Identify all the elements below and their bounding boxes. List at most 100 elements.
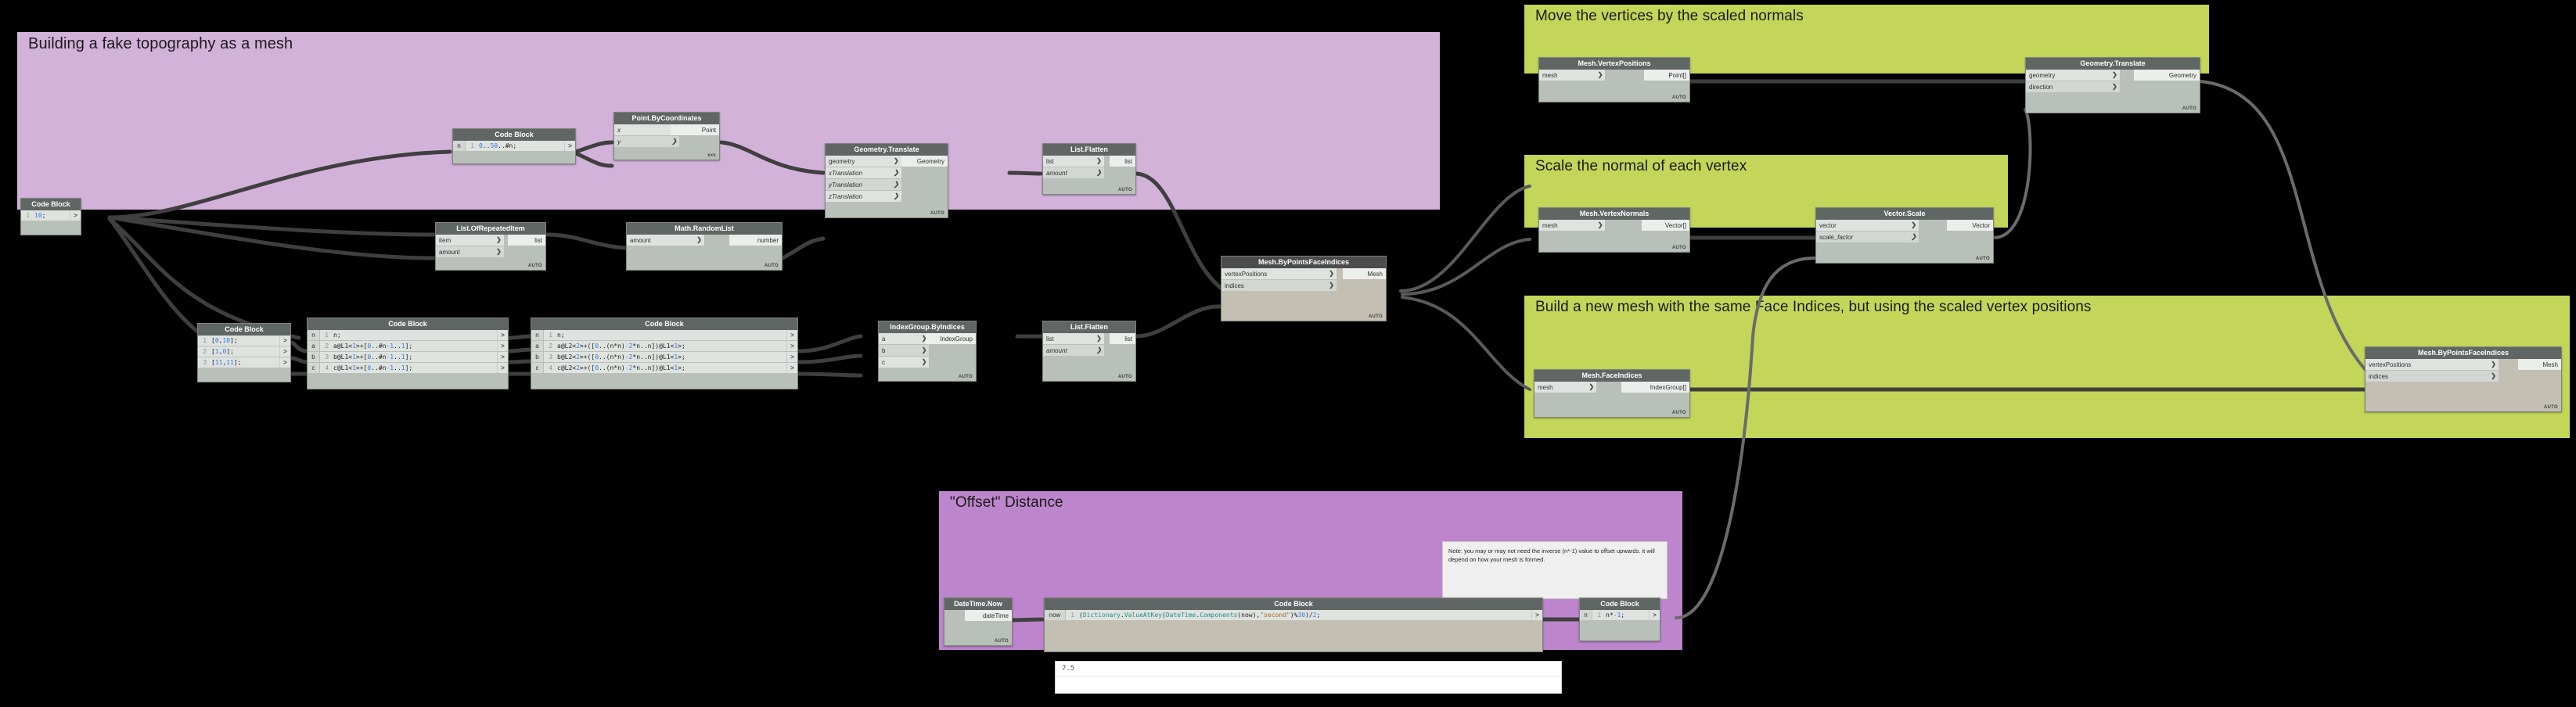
node-indexgroup-byindices[interactable]: IndexGroup.ByIndices a❯ b❯ c❯ IndexGroup… (878, 321, 977, 382)
node-mesh-faceindices[interactable]: Mesh.FaceIndices mesh❯ IndexGroup[] AUTO (1534, 369, 1690, 418)
code-text[interactable]: c@L2<2>+([0..(n*n)-2*n..n])@L1<1>; (555, 363, 786, 374)
output-port-list[interactable]: list (1109, 333, 1135, 345)
code-row[interactable]: 3 [11,11]; > (198, 357, 290, 368)
node-list-flatten-top[interactable]: List.Flatten list❯ amount❯ list AUTO (1042, 143, 1136, 195)
input-port[interactable]: n (1580, 610, 1592, 621)
input-port[interactable]: n (453, 141, 466, 152)
node-list-flatten-bottom[interactable]: List.Flatten list❯ amount❯ list AUTO (1042, 321, 1136, 382)
output-port[interactable]: > (1531, 610, 1542, 621)
code-row[interactable]: c 4 c@L1<1>+[0..#n-1..1]; > (308, 363, 508, 374)
node-mesh-vertexpositions[interactable]: Mesh.VertexPositions mesh❯ Point[] AUTO (1538, 57, 1690, 102)
node-list-ofrepeateditem[interactable]: List.OfRepeatedItem item❯ amount❯ list A… (435, 222, 546, 271)
input-port[interactable]: now (1045, 610, 1066, 621)
node-code-block-inverse[interactable]: Code Block n 1 n*-1; > (1579, 598, 1660, 641)
code-text[interactable]: 10; (32, 210, 70, 221)
input-port-vector[interactable]: vector❯ (1816, 220, 1919, 231)
output-port[interactable]: > (786, 341, 797, 352)
code-row[interactable]: a 2 a@L2<2>+([0..(n*n)-2*n..n])@L1<1>; > (531, 341, 797, 352)
node-mesh-bypointsfaceindices-1[interactable]: Mesh.ByPointsFaceIndices vertexPositions… (1221, 256, 1387, 321)
output-port[interactable]: > (497, 330, 508, 341)
node-body[interactable]: mesh❯ Vector[] AUTO (1539, 220, 1689, 252)
output-port-number[interactable]: number (729, 235, 782, 246)
input-port-amount[interactable]: amount❯ (627, 235, 704, 246)
output-port-mesh[interactable]: Mesh (1343, 268, 1386, 280)
node-mesh-bypointsfaceindices-2[interactable]: Mesh.ByPointsFaceIndices vertexPositions… (2365, 346, 2562, 412)
node-body[interactable]: x❯ y❯ Point xxx (614, 124, 719, 160)
node-body[interactable]: 1 10; > (21, 210, 81, 235)
output-port[interactable]: > (497, 341, 508, 352)
node-geometry-translate-2[interactable]: Geometry.Translate geometry❯ direction❯ … (2025, 57, 2200, 113)
node-body[interactable]: n 1 n*-1; > (1580, 610, 1660, 641)
code-row[interactable]: 2 [1,0]; > (198, 346, 290, 357)
code-row[interactable]: now 1 (Dictionary.ValueAtKey(DateTime.Co… (1045, 610, 1542, 621)
code-text[interactable]: b@L1<1>+[0..#n-1..1]; (331, 352, 497, 363)
output-port[interactable]: > (786, 352, 797, 363)
output-port[interactable]: > (786, 330, 797, 341)
node-vector-scale[interactable]: Vector.Scale vector❯ scale_factor❯ Vecto… (1815, 207, 1994, 264)
output-port-points[interactable]: Point[] (1644, 70, 1689, 81)
output-port[interactable]: > (497, 352, 508, 363)
node-body[interactable]: amount❯ number AUTO (627, 235, 782, 270)
node-body[interactable]: vector❯ scale_factor❯ Vector AUTO (1816, 220, 1993, 263)
node-code-block-seed[interactable]: Code Block 1 10; > (20, 198, 81, 235)
output-port[interactable]: > (786, 363, 797, 374)
code-text[interactable]: c@L1<1>+[0..#n-1..1]; (331, 363, 497, 374)
code-text[interactable]: [1,0]; (209, 346, 279, 357)
input-port[interactable]: b (308, 352, 320, 363)
code-row[interactable]: n 1 0..50..#n; > (453, 141, 575, 152)
code-row[interactable]: 1 10; > (21, 210, 81, 221)
input-port[interactable]: c (531, 363, 544, 374)
output-port-list[interactable]: list (1109, 156, 1135, 167)
output-port[interactable]: > (279, 346, 290, 357)
code-row[interactable]: b 3 b@L1<1>+[0..#n-1..1]; > (308, 352, 508, 363)
node-code-block-l1[interactable]: Code Block n 1 n; > a 2 a@L1<1>+[0..#n-1… (307, 318, 509, 389)
node-body[interactable]: vertexPositions❯ indices❯ Mesh AUTO (2366, 359, 2561, 411)
input-port-scale-factor[interactable]: scale_factor❯ (1816, 231, 1919, 243)
group-building-fake-topography[interactable]: Building a fake topography as a mesh (17, 32, 1440, 210)
input-port-mesh[interactable]: mesh❯ (1539, 70, 1606, 81)
node-body[interactable]: dateTime AUTO (944, 610, 1012, 645)
input-port-ztranslation[interactable]: zTranslation❯ (826, 191, 901, 203)
input-port[interactable]: n (531, 330, 544, 341)
input-port-y[interactable]: y❯ (614, 136, 680, 148)
node-code-block-pairs[interactable]: Code Block 1 [0,10]; > 2 [1,0]; > 3 [11,… (197, 323, 291, 382)
node-math-randomlist[interactable]: Math.RandomList amount❯ number AUTO (626, 222, 783, 271)
code-text[interactable]: 0..50..#n; (477, 141, 564, 152)
node-preview-bubble[interactable]: 7.5 (1055, 661, 1562, 694)
input-port-indices[interactable]: indices❯ (1221, 280, 1337, 292)
node-point-bycoordinates[interactable]: Point.ByCoordinates x❯ y❯ Point xxx (613, 112, 720, 160)
input-port-item[interactable]: item❯ (436, 235, 504, 246)
node-code-block-dictionary[interactable]: Code Block now 1 (Dictionary.ValueAtKey(… (1044, 598, 1543, 652)
node-mesh-vertexnormals[interactable]: Mesh.VertexNormals mesh❯ Vector[] AUTO (1538, 207, 1690, 253)
output-port[interactable]: > (497, 363, 508, 374)
node-body[interactable]: a❯ b❯ c❯ IndexGroup AUTO (879, 333, 976, 381)
input-port[interactable]: a (531, 341, 544, 352)
output-port-mesh[interactable]: Mesh (2518, 359, 2561, 371)
output-port-indexgroups[interactable]: IndexGroup[] (1621, 382, 1689, 393)
node-body[interactable]: n 1 n; > a 2 a@L1<1>+[0..#n-1..1]; > b 3… (308, 330, 508, 389)
code-row[interactable]: 1 [0,10]; > (198, 336, 290, 346)
input-port-indices[interactable]: indices❯ (2366, 371, 2499, 382)
code-text[interactable]: n; (331, 330, 497, 341)
output-port-vector[interactable]: Vector (1947, 220, 1993, 231)
output-port[interactable]: > (279, 357, 290, 368)
input-port-geometry[interactable]: geometry❯ (2026, 70, 2120, 81)
node-body[interactable]: now 1 (Dictionary.ValueAtKey(DateTime.Co… (1045, 610, 1542, 651)
output-port-datetime[interactable]: dateTime (964, 610, 1012, 622)
code-text[interactable]: a@L2<2>+([0..(n*n)-2*n..n])@L1<1>; (555, 341, 786, 352)
node-body[interactable]: geometry❯ xTranslation❯ yTranslation❯ zT… (826, 156, 948, 217)
output-port-geometry[interactable]: Geometry (901, 156, 948, 167)
code-text[interactable]: [0,10]; (209, 336, 279, 346)
input-port-b[interactable]: b❯ (879, 345, 930, 357)
output-port-list[interactable]: list (508, 235, 545, 246)
node-geometry-translate-1[interactable]: Geometry.Translate geometry❯ xTranslatio… (825, 143, 948, 218)
node-body[interactable]: mesh❯ Point[] AUTO (1539, 70, 1689, 102)
node-datetime-now[interactable]: DateTime.Now dateTime AUTO (944, 598, 1013, 646)
node-body[interactable]: n 1 0..50..#n; > (453, 141, 575, 163)
node-code-block-l2[interactable]: Code Block n 1 n; > a 2 a@L2<2>+([0..(n*… (531, 318, 798, 389)
input-port-amount[interactable]: amount❯ (1043, 345, 1104, 357)
input-port-amount[interactable]: amount❯ (1043, 167, 1104, 179)
input-port[interactable]: c (308, 363, 320, 374)
input-port-x[interactable]: x❯ (614, 124, 680, 136)
code-row[interactable]: n 1 n*-1; > (1580, 610, 1660, 621)
